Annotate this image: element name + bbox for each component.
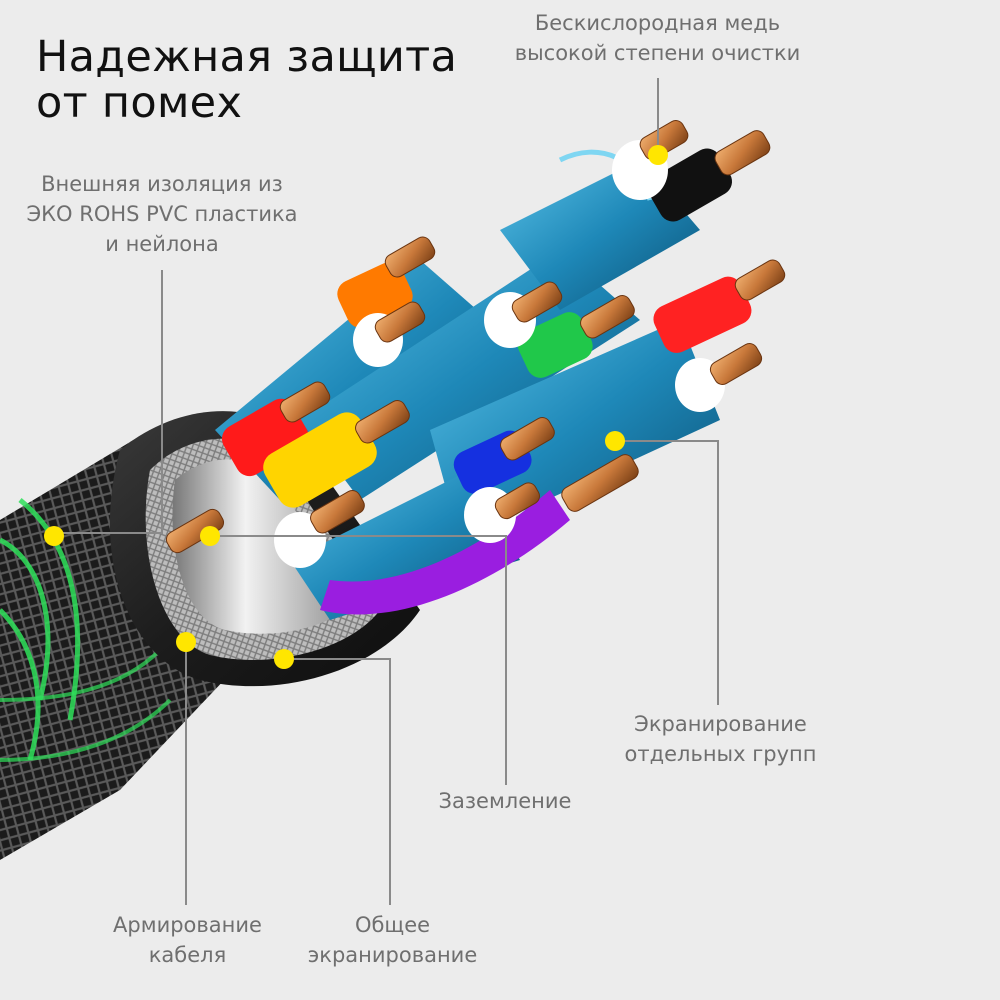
- leader-outer-jacket: [54, 270, 163, 534]
- title-line-2: от помех: [36, 78, 243, 128]
- insulated-wires: [221, 140, 752, 615]
- label-group-shield: Экранирование отдельных групп: [624, 712, 817, 766]
- page-title: Надежная защита от помех: [36, 34, 457, 126]
- leader-common-shield: [284, 658, 391, 905]
- marker-group-shield: [605, 431, 625, 451]
- label-grounding: Заземление: [438, 789, 572, 813]
- label-common-shield: Общее экранирование: [307, 913, 478, 967]
- leader-group-shield: [615, 440, 719, 705]
- leader-grounding: [210, 535, 507, 785]
- marker-armoring: [176, 632, 196, 652]
- marker-common-shield: [274, 649, 294, 669]
- title-line-1: Надежная защита: [36, 32, 458, 82]
- label-outer-jacket: Внешняя изоляция из ЭКО ROHS PVC пластик…: [26, 172, 298, 256]
- copper-conductors: [165, 120, 786, 554]
- marker-copper: [648, 145, 668, 165]
- common-shield-foil: [172, 459, 355, 634]
- marker-outer-jacket: [44, 526, 64, 546]
- marker-grounding: [200, 526, 220, 546]
- label-armoring: Армирование кабеля: [113, 913, 262, 967]
- leader-lines: [54, 78, 719, 905]
- label-copper: Бескислородная медь высокой степени очис…: [514, 11, 801, 65]
- callout-markers: [44, 145, 668, 669]
